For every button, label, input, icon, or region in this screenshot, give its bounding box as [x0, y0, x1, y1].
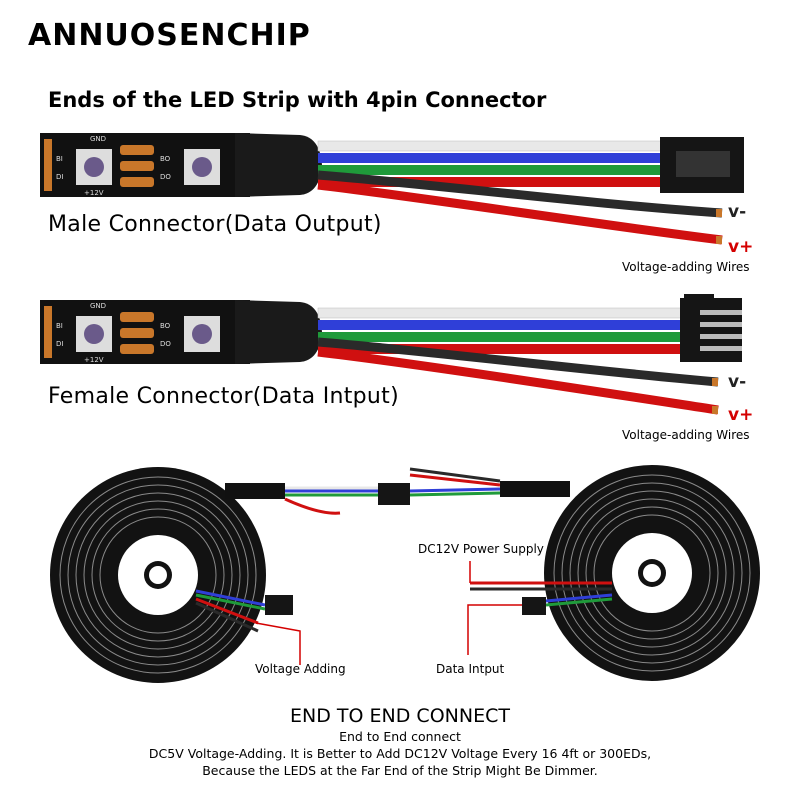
black-voltage-wire: [317, 337, 719, 387]
male-wires-note: Voltage-adding Wires: [622, 260, 750, 274]
top-strip-left: [225, 483, 285, 499]
wire-blue: [318, 153, 662, 163]
female-v-plus: v+: [728, 405, 754, 425]
gnd-marking: GND: [90, 135, 106, 143]
male-v-plus: v+: [728, 237, 754, 257]
left-reel: [50, 467, 266, 683]
top-wire-green-2: [409, 491, 501, 497]
solder-pad: [44, 139, 52, 191]
top-wire-black-2: [409, 467, 501, 483]
copper-tip: [716, 236, 722, 244]
solder-pad: [120, 312, 154, 322]
bo-marking: BO: [160, 155, 171, 163]
left-end-connector: [265, 595, 293, 615]
wire-green: [318, 165, 662, 175]
led-lens: [192, 157, 212, 177]
bi-marking: BI: [56, 322, 63, 330]
footer-line-1: End to End connect: [339, 729, 461, 744]
solder-pad: [120, 145, 154, 155]
connector-latch: [684, 294, 714, 302]
heat-shrink: [235, 300, 322, 364]
right-data-wire-blue: [545, 593, 613, 603]
wire-white: [317, 140, 663, 152]
voltage-adding-pointer: [255, 622, 301, 665]
copper-tip: [712, 378, 718, 386]
headline: Ends of the LED Strip with 4pin Connecto…: [48, 88, 547, 112]
gnd-marking: GND: [90, 302, 106, 310]
male-v-minus: v-: [728, 202, 747, 222]
female-connector-housing: [680, 298, 742, 362]
right-reel: [544, 465, 760, 681]
end-to-end-diagram: Voltage Adding DC12V Power Supply Data I…: [50, 465, 760, 683]
led-lens: [84, 157, 104, 177]
do-marking: DO: [160, 173, 171, 181]
heat-shrink: [235, 133, 322, 197]
female-v-minus: v-: [728, 372, 747, 392]
do-marking: DO: [160, 340, 171, 348]
power-supply-label: DC12V Power Supply: [418, 542, 544, 556]
footer-line-2: DC5V Voltage-Adding. It is Better to Add…: [148, 746, 652, 761]
bo-marking: BO: [160, 322, 171, 330]
data-input-label: Data Intput: [436, 662, 505, 676]
female-connector-label: Female Connector(Data Intput): [48, 384, 399, 409]
wire-red: [318, 177, 662, 187]
black-voltage-wire: [317, 170, 723, 218]
top-wire-blue-2: [409, 487, 501, 493]
right-start-connector: [522, 597, 546, 615]
top-wire-red: [284, 497, 341, 515]
red-voltage-wire: [317, 347, 719, 415]
copper-tip: [716, 209, 722, 217]
bi-marking: BI: [56, 155, 63, 163]
data-input-pointer: [467, 604, 522, 655]
left-end-wire-black: [195, 601, 259, 633]
top-strip-right: [500, 481, 570, 497]
solder-pad: [120, 177, 154, 187]
connector-pin: [700, 310, 742, 315]
solder-pad: [120, 328, 154, 338]
connector-slot: [676, 151, 730, 177]
red-voltage-wire: [317, 180, 723, 245]
connector-pin: [700, 334, 742, 339]
voltage-adding-label: Voltage Adding: [255, 662, 346, 676]
right-data-wire-green: [545, 597, 613, 607]
left-end-wire-blue: [195, 589, 266, 607]
solder-pad: [120, 344, 154, 354]
top-wire-red-2: [409, 473, 501, 487]
footer-title: END TO END CONNECT: [290, 705, 510, 727]
female-wires-note: Voltage-adding Wires: [622, 428, 750, 442]
connector-pin: [700, 346, 742, 351]
wire-red: [318, 344, 682, 354]
wire-white: [317, 307, 683, 319]
v12-marking: +12V: [84, 189, 104, 197]
wire-blue: [318, 320, 682, 330]
v12-marking: +12V: [84, 356, 104, 364]
wire-green: [318, 332, 682, 342]
female-connector-illustration: GND BI DI BO DO +12V: [40, 294, 742, 415]
connector-pin: [700, 322, 742, 327]
brand-logo: ANNUOSENCHIP: [28, 18, 311, 53]
led-lens: [192, 324, 212, 344]
footer-line-3: Because the LEDS at the Far End of the S…: [202, 763, 598, 778]
top-connector: [378, 483, 410, 505]
male-connector-illustration: GND BI DI BO DO +12V: [40, 133, 744, 245]
di-marking: DI: [56, 173, 63, 181]
left-end-wire-red: [195, 597, 259, 625]
solder-pad: [44, 306, 52, 358]
solder-pad: [120, 161, 154, 171]
copper-tip: [712, 406, 718, 414]
left-end-wire-green: [195, 593, 266, 611]
male-connector-label: Male Connector(Data Output): [48, 212, 382, 237]
di-marking: DI: [56, 340, 63, 348]
led-lens: [84, 324, 104, 344]
